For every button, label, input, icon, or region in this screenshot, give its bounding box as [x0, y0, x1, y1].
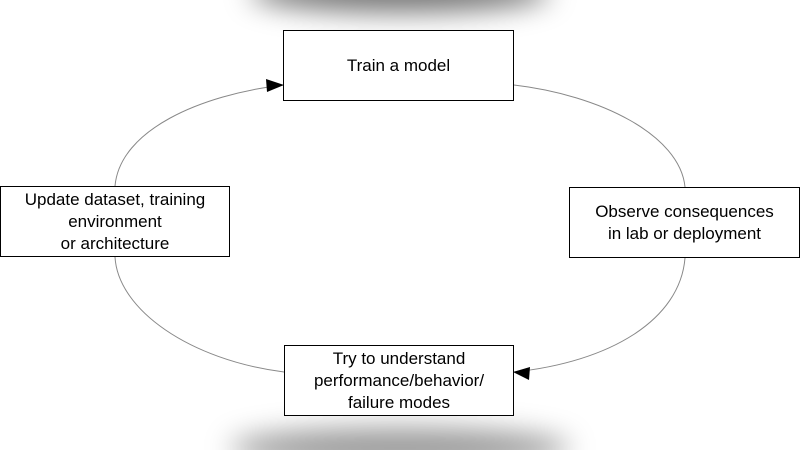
arrowhead-into-try [513, 367, 530, 380]
bottom-shadow [230, 428, 570, 450]
node-train-a-model: Train a model [283, 30, 514, 101]
node-label: Observe consequences in lab or deploymen… [595, 201, 774, 243]
node-try-to-understand: Try to understand performance/behavior/ … [284, 345, 514, 416]
node-update-dataset: Update dataset, training environment or … [0, 186, 230, 257]
node-label: Train a model [346, 55, 451, 75]
node-label: Try to understand performance/behavior/ … [313, 348, 485, 412]
edge-train-to-observe [513, 84, 686, 188]
node-label: Update dataset, training environment or … [24, 189, 206, 253]
arrowhead-into-train [266, 79, 284, 92]
edge-try-to-update [114, 256, 285, 373]
node-observe-consequences: Observe consequences in lab or deploymen… [569, 187, 800, 258]
edge-update-to-train [114, 84, 284, 187]
top-shadow [250, 0, 550, 12]
edge-observe-to-try [513, 257, 686, 373]
